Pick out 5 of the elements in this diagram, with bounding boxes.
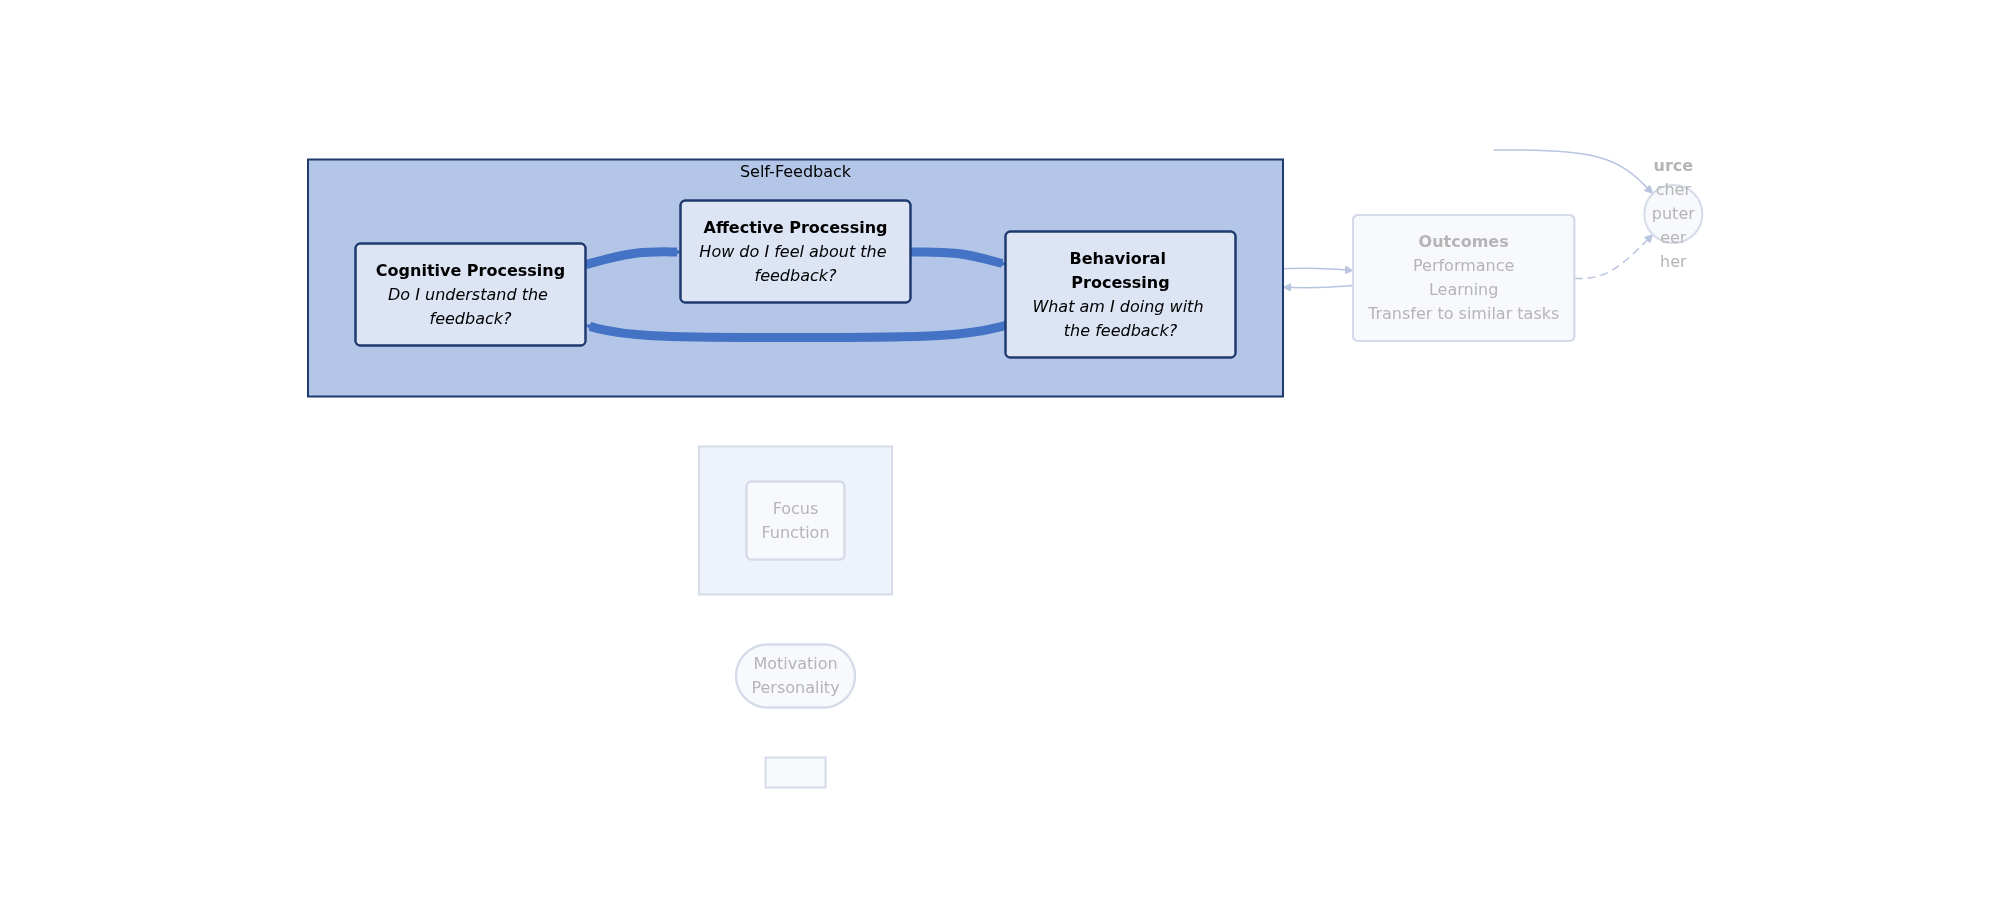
cluster [697, 445, 893, 596]
arrow [1492, 149, 1654, 195]
node-label: her [1659, 252, 1687, 272]
node-label: urce [1653, 156, 1693, 176]
node-box [764, 756, 827, 789]
